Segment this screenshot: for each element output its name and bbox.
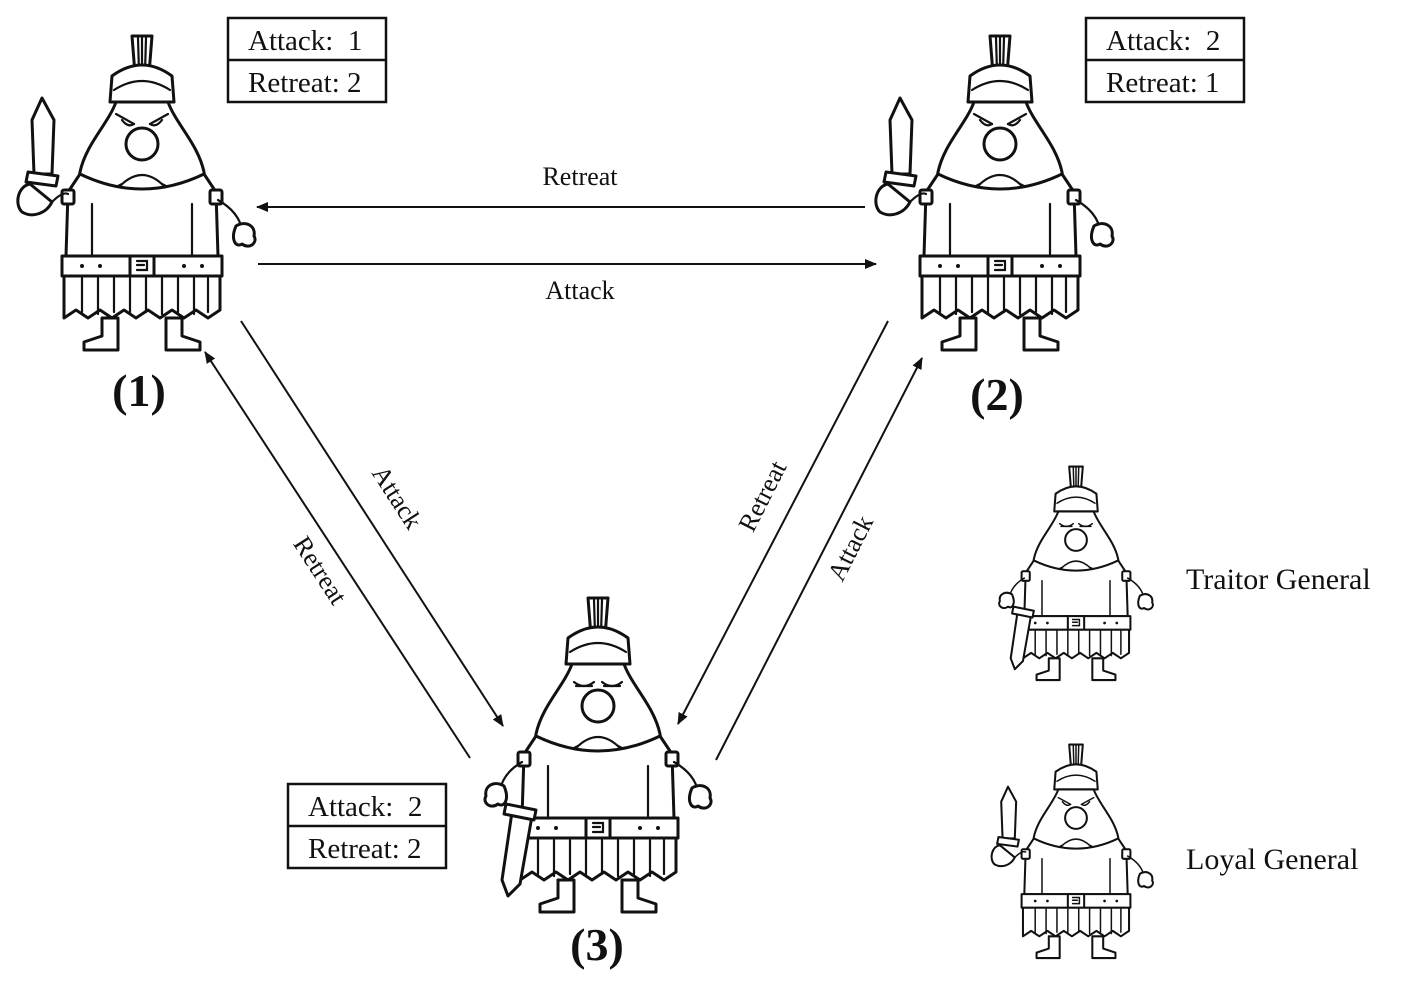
loyal-general-figure — [18, 36, 255, 350]
attack-count: Attack: 1 — [248, 25, 362, 57]
general-2: (2) Attack: 2 Retreat: 1 — [876, 16, 1246, 420]
legend-traitor: Traitor General — [999, 467, 1371, 681]
message-label-3-to-2: Attack — [822, 511, 879, 586]
retreat-count: Retreat: 2 — [308, 833, 422, 865]
message-arrow-1-to-3 — [240, 320, 504, 727]
message-arrows — [204, 202, 923, 761]
message-label-1-to-2: Attack — [545, 276, 614, 305]
loyal-general-icon — [992, 745, 1153, 959]
attack-count: Attack: 2 — [1106, 25, 1220, 57]
general-1: (1) Attack: 1 Retreat: 2 — [18, 16, 388, 416]
message-arrow-3-to-1 — [204, 351, 471, 759]
traitor-general-icon — [999, 467, 1153, 681]
loyal-general-figure — [876, 36, 1113, 350]
legend-loyal-label: Loyal General — [1186, 843, 1358, 876]
message-label-3-to-1: Retreat — [288, 531, 354, 610]
vote-box: Attack: 2 Retreat: 1 — [1084, 16, 1246, 104]
general-label: (3) — [570, 919, 624, 970]
message-arrow-2-to-3 — [677, 320, 889, 725]
message-label-2-to-1: Retreat — [542, 162, 618, 191]
retreat-count: Retreat: 2 — [248, 67, 362, 99]
message-labels: Retreat Attack Attack Retreat Retreat At… — [288, 162, 880, 610]
attack-count: Attack: 2 — [308, 791, 422, 823]
message-arrow-3-to-2 — [715, 357, 923, 761]
legend-loyal: Loyal General — [992, 745, 1358, 959]
retreat-count: Retreat: 1 — [1106, 67, 1220, 99]
general-label: (1) — [112, 365, 166, 416]
message-label-1-to-3: Attack — [366, 460, 428, 534]
traitor-general-figure — [485, 598, 711, 912]
legend-traitor-label: Traitor General — [1186, 563, 1371, 596]
general-3: (3) Attack: 2 Retreat: 2 — [286, 598, 711, 970]
message-label-2-to-3: Retreat — [732, 455, 792, 536]
legend: Traitor General Loyal General — [992, 467, 1371, 959]
vote-box: Attack: 1 Retreat: 2 — [226, 16, 388, 104]
vote-box: Attack: 2 Retreat: 2 — [286, 782, 448, 870]
general-label: (2) — [970, 369, 1024, 420]
